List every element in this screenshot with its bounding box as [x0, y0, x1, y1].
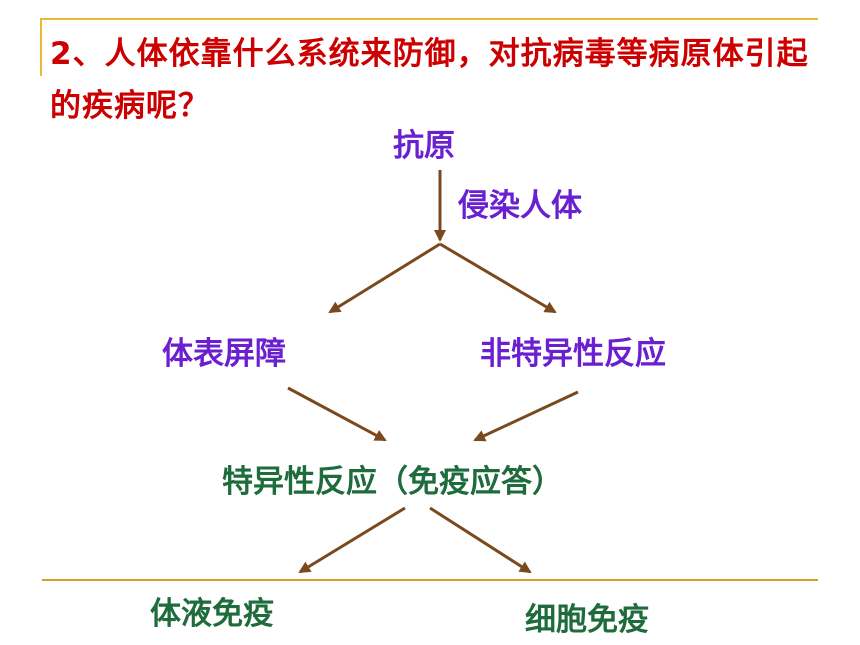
arrow-to-barrier [328, 242, 441, 314]
question-text: 2、人体依靠什么系统来防御，对抗病毒等病原体引起的疾病呢？ [50, 36, 809, 124]
arrow-to-nonspecific [439, 242, 557, 314]
bottom-rule [42, 579, 818, 581]
node-nonspecific-response: 非特异性反应 [480, 336, 666, 372]
left-rule [40, 18, 42, 76]
arrow-to-cellular [429, 506, 532, 574]
arrow-barrier-to-specific [287, 386, 387, 442]
arrow-nonspecific-to-specific [473, 390, 579, 442]
node-body-surface-barrier: 体表屏障 [162, 336, 286, 372]
node-cellular-immunity: 细胞免疫 [525, 602, 649, 638]
node-humoral-immunity: 体液免疫 [150, 596, 274, 632]
node-specific-response: 特异性反应（免疫应答） [222, 464, 563, 500]
label-infect-body: 侵染人体 [458, 188, 582, 224]
node-antigen: 抗原 [393, 128, 455, 164]
top-rule [40, 18, 818, 20]
arrow-to-humoral [298, 506, 406, 574]
